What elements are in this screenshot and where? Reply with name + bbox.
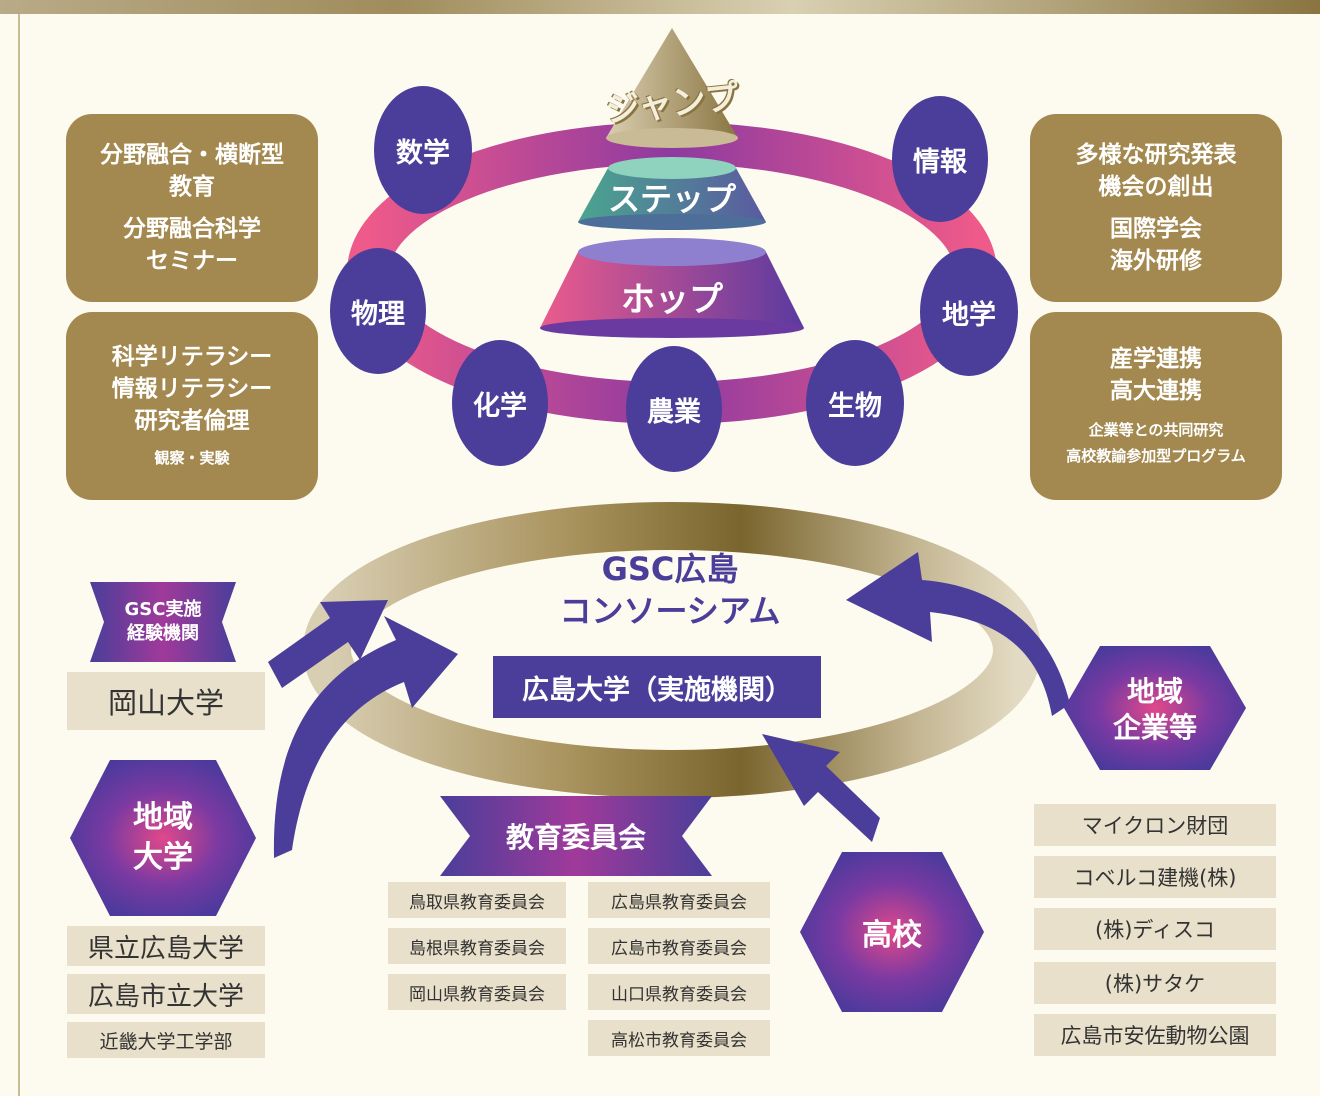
left-frame-border (18, 14, 20, 1096)
flow-arrows (268, 552, 1070, 858)
member-hiroshima-city-univ: 広島市立大学 (67, 974, 265, 1014)
company-disco: (株)ディスコ (1034, 908, 1276, 950)
hex-line: 地域 (1126, 675, 1183, 708)
banner-line: GSC実施 (124, 599, 202, 620)
consortium-title-line2: コンソーシアム (559, 592, 781, 630)
board-hiroshima-pref: 広島県教育委員会 (588, 882, 770, 918)
arrow-high-school (762, 734, 880, 842)
companies-hex (1064, 646, 1246, 770)
company-kobelco: コベルコ建機(株) (1034, 856, 1276, 898)
arrow-experienced (268, 600, 388, 688)
box-line: 海外研修 (1110, 248, 1202, 274)
member-pref-hiroshima-univ: 県立広島大学 (67, 926, 265, 966)
arrow-regional-univ (273, 616, 458, 858)
banner-line: 経験機関 (127, 623, 199, 644)
regional-univ-label: 地域 大学 (90, 790, 236, 886)
box-line: 科学リテラシー (111, 344, 273, 370)
box-line: 多様な研究発表 (1075, 142, 1237, 168)
board-banner-label: 教育委員会 (505, 821, 646, 854)
box-small-line: 企業等との共同研究 (1088, 421, 1224, 439)
company-satake: (株)サタケ (1034, 962, 1276, 1004)
hop-tier (540, 252, 804, 328)
top-frame-border (0, 0, 1320, 14)
board-takamatsu: 高松市教育委員会 (588, 1020, 770, 1056)
box-line: 教育 (169, 174, 215, 200)
companies-label: 地域 企業等 (1080, 668, 1230, 752)
hub-institution: 広島大学（実施機関） (493, 656, 821, 718)
jump-cone (606, 28, 738, 138)
box-small-line: 観察・実験 (154, 449, 230, 467)
board-hiroshima-city: 広島市教育委員会 (588, 928, 770, 964)
board-yamaguchi: 山口県教育委員会 (588, 974, 770, 1010)
box-literacy: 科学リテラシー 情報リテラシー 研究者倫理 観察・実験 (66, 312, 318, 500)
regional-univ-hex (70, 760, 256, 916)
subject-info: 情報 (892, 96, 988, 222)
experienced-banner-label: GSC実施 経験機関 (104, 586, 222, 658)
subject-physics: 物理 (330, 248, 426, 374)
subject-math: 数学 (374, 86, 472, 214)
hop-label: ホップ (621, 280, 723, 320)
subject-agriculture: 農業 (626, 346, 722, 472)
subject-earth: 地学 (920, 248, 1018, 376)
high-school-hex (800, 852, 984, 1012)
box-line: 機会の創出 (1098, 174, 1214, 200)
company-asa-zoo: 広島市安佐動物公園 (1034, 1014, 1276, 1056)
company-micron: マイクロン財団 (1034, 804, 1276, 846)
arrow-companies (846, 552, 1070, 716)
box-collaboration: 産学連携 高大連携 企業等との共同研究 高校教諭参加型プログラム (1030, 312, 1282, 500)
member-kindai-engineering: 近畿大学工学部 (67, 1022, 265, 1058)
box-line: 分野融合科学 (123, 216, 261, 242)
subject-chemistry: 化学 (452, 340, 548, 466)
high-school-label: 高校 (862, 918, 922, 953)
box-line: 高大連携 (1110, 378, 1202, 404)
hex-line: 大学 (133, 840, 193, 875)
member-okayama-univ: 岡山大学 (67, 672, 265, 730)
box-line: セミナー (146, 248, 238, 274)
hex-line: 地域 (133, 800, 193, 835)
board-tottori: 鳥取県教育委員会 (388, 882, 566, 918)
board-banner (440, 796, 712, 876)
subject-biology: 生物 (806, 340, 904, 466)
consortium-title: GSC広島 コンソーシアム (500, 548, 840, 632)
consortium-title-line1: GSC広島 (601, 550, 739, 588)
step-label: ステップ (607, 180, 736, 218)
box-line: 国際学会 (1110, 216, 1202, 242)
box-line: 情報リテラシー (111, 376, 273, 402)
hex-line: 企業等 (1112, 711, 1197, 744)
box-line: 産学連携 (1110, 346, 1202, 372)
board-shimane: 島根県教育委員会 (388, 928, 566, 964)
box-presentation: 多様な研究発表 機会の創出 国際学会 海外研修 (1030, 114, 1282, 302)
box-line: 研究者倫理 (134, 408, 250, 434)
box-line: 分野融合・横断型 (100, 142, 284, 168)
box-interdisciplinary: 分野融合・横断型 教育 分野融合科学 セミナー (66, 114, 318, 302)
experienced-banner (90, 582, 236, 662)
board-okayama: 岡山県教育委員会 (388, 974, 566, 1010)
step-tier (578, 168, 766, 222)
box-small-line: 高校教諭参加型プログラム (1066, 447, 1246, 465)
